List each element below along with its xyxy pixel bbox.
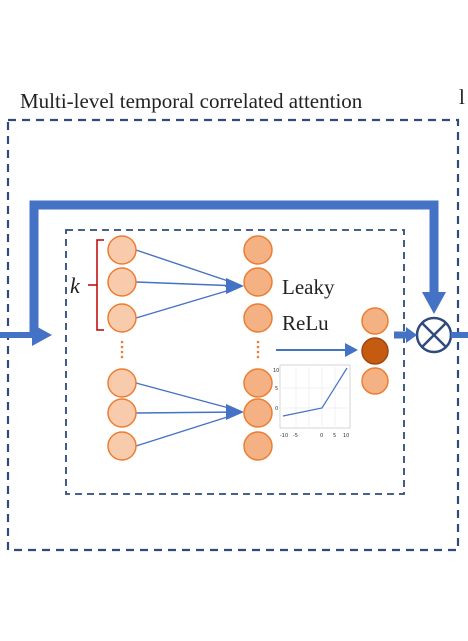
outer-dashed-box xyxy=(6,118,460,552)
output-to-multiply-head xyxy=(406,327,417,343)
k-brace xyxy=(88,239,104,331)
inner-dashed-box xyxy=(65,229,405,495)
output-neuron-column xyxy=(361,307,389,395)
input-neuron-column xyxy=(107,235,137,461)
neuron xyxy=(361,307,389,335)
neuron xyxy=(107,368,137,398)
neuron xyxy=(107,303,137,333)
x-tick: 10 xyxy=(343,433,349,439)
neuron xyxy=(107,267,137,297)
relu-curve xyxy=(282,367,348,417)
y-tick: 0 xyxy=(275,406,278,412)
module-title: Multi-level temporal correlated attentio… xyxy=(20,89,363,113)
skip-connection-path xyxy=(29,200,439,335)
ellipsis-dots-left xyxy=(120,340,124,359)
connections-bottom xyxy=(135,382,244,447)
activation-arrow-head xyxy=(345,343,358,357)
neuron xyxy=(243,398,273,428)
neuron xyxy=(107,235,137,265)
connections-top xyxy=(135,249,244,319)
leaky-relu-inset-plot: -10 -5 0 5 10 10 5 0 xyxy=(273,364,351,439)
skip-connection-arrow-head xyxy=(422,292,446,314)
neuron xyxy=(107,431,137,461)
neuron xyxy=(243,368,273,398)
x-tick: -5 xyxy=(293,433,298,439)
y-tick: 5 xyxy=(275,386,278,392)
hidden-neuron-column xyxy=(243,235,273,461)
x-tick: 0 xyxy=(320,433,323,439)
edge-glyph: l xyxy=(459,85,465,109)
neuron xyxy=(243,235,273,265)
x-tick: 5 xyxy=(333,433,336,439)
neuron xyxy=(243,303,273,333)
multiply-operator-icon xyxy=(415,316,453,354)
x-tick: -10 xyxy=(280,433,288,439)
neuron xyxy=(361,367,389,395)
neuron xyxy=(107,398,137,428)
neuron xyxy=(243,431,273,461)
activation-label-line2: ReLu xyxy=(282,311,329,335)
highlighted-neuron xyxy=(361,337,389,365)
ellipsis-dots-right xyxy=(256,340,260,359)
y-tick: 10 xyxy=(273,368,279,374)
k-label: k xyxy=(70,273,81,298)
neuron xyxy=(243,267,273,297)
activation-label-line1: Leaky xyxy=(282,275,335,299)
